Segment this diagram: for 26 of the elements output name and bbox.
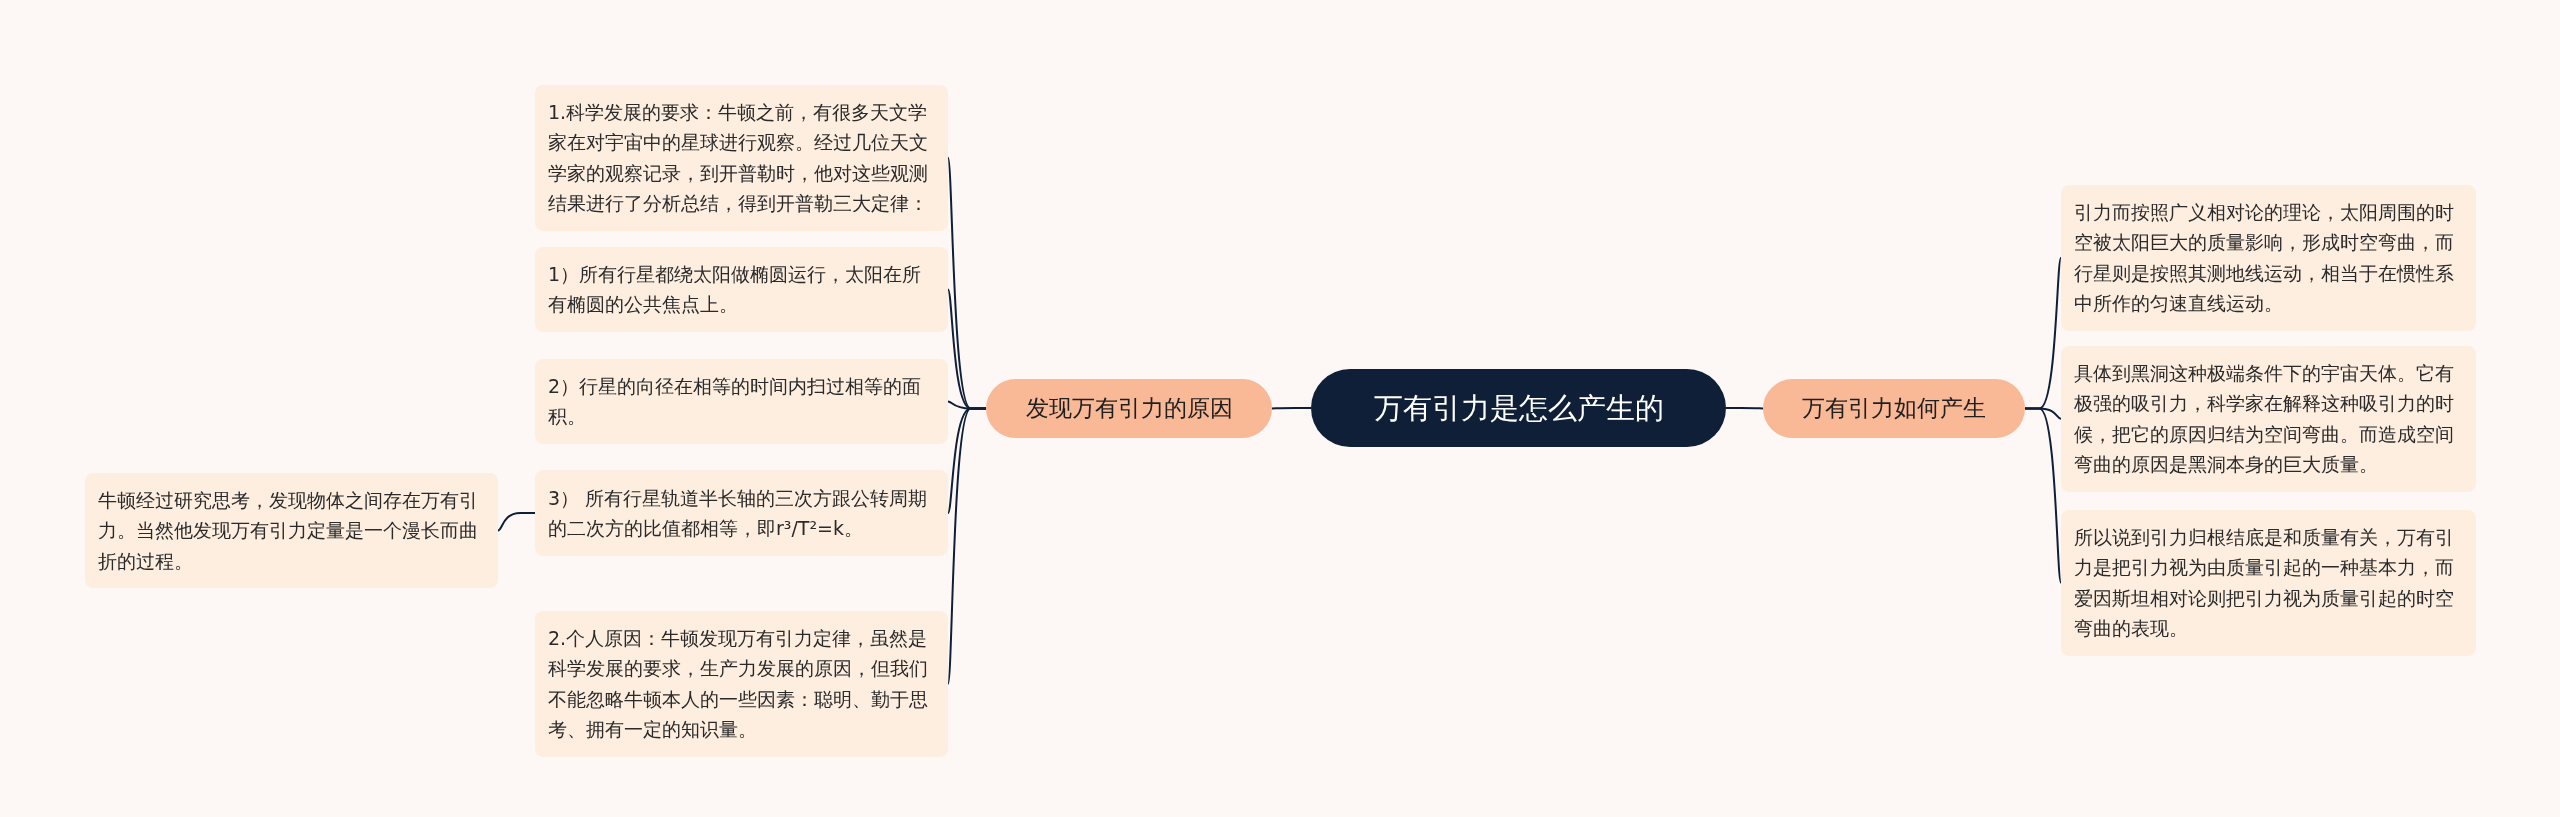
note-card [2061, 346, 2476, 492]
branch-title: 发现万有引力的原因 [1025, 394, 1233, 424]
note-card [535, 470, 948, 556]
connector-line [2024, 407, 2062, 584]
note-card [535, 85, 948, 231]
note-card [85, 473, 498, 589]
note-card [2061, 185, 2476, 331]
note-text: 牛顿经过研究思考，发现物体之间存在万有引力。当然他发现万有引力定量是一个漫长而曲折的过程。 [98, 488, 479, 574]
note-card [535, 359, 948, 444]
branch-title: 万有引力如何产生 [1802, 394, 1986, 424]
connector-line [497, 512, 536, 532]
note-text: 1.科学发展的要求：牛顿之前，有很多天文学家在对宇宙中的星球进行观察。经过几位天文学家的观察记录，到开普勒时，他对这些观测结果进行了分析总结，得到开普勒三大定律： [548, 100, 929, 217]
note-text: 引力而按照广义相对论的理论，太阳周围的时空被太阳巨大的质量影响，形成时空弯曲，而行星则是按照其测地线运动，相当于在惯性系中所作的匀速直线运动。 [2074, 200, 2455, 317]
connector-line [1725, 407, 1764, 410]
note-text: 2.个人原因：牛顿发现万有引力定律，虽然是科学发展的要求，生产力发展的原因，但我们不能忽略牛顿本人的一些因素：聪明、勤于思考、拥有一定的知识量。 [548, 626, 929, 743]
note-text: 3） 所有行星轨道半长轴的三次方跟公转周期的二次方的比值都相等，即r³/T²=k。 [548, 485, 929, 541]
note-text: 2）行星的向径在相等的时间内扫过相等的面积。 [548, 374, 923, 430]
connector-line [947, 407, 987, 685]
note-text: 所以说到引力归根结底是和质量有关，万有引力是把引力视为由质量引起的一种基本力，而爱因斯坦相对论则把引力视为质量引起的时空弯曲的表现。 [2074, 525, 2455, 642]
note-text: 1）所有行星都绕太阳做椭圆运行，太阳在所有椭圆的公共焦点上。 [548, 262, 923, 318]
connector-line [1271, 407, 1312, 410]
note-card [535, 247, 948, 332]
note-card [535, 611, 948, 757]
note-card [2061, 510, 2476, 656]
note-text: 具体到黑洞这种极端条件下的宇宙天体。它有极强的吸引力，科学家在解释这种吸引力的时候，把它的原因归结为空间弯曲。而造成空间弯曲的原因是黑洞本身的巨大质量。 [2074, 361, 2455, 478]
topic-title: 万有引力是怎么产生的 [1373, 389, 1664, 427]
